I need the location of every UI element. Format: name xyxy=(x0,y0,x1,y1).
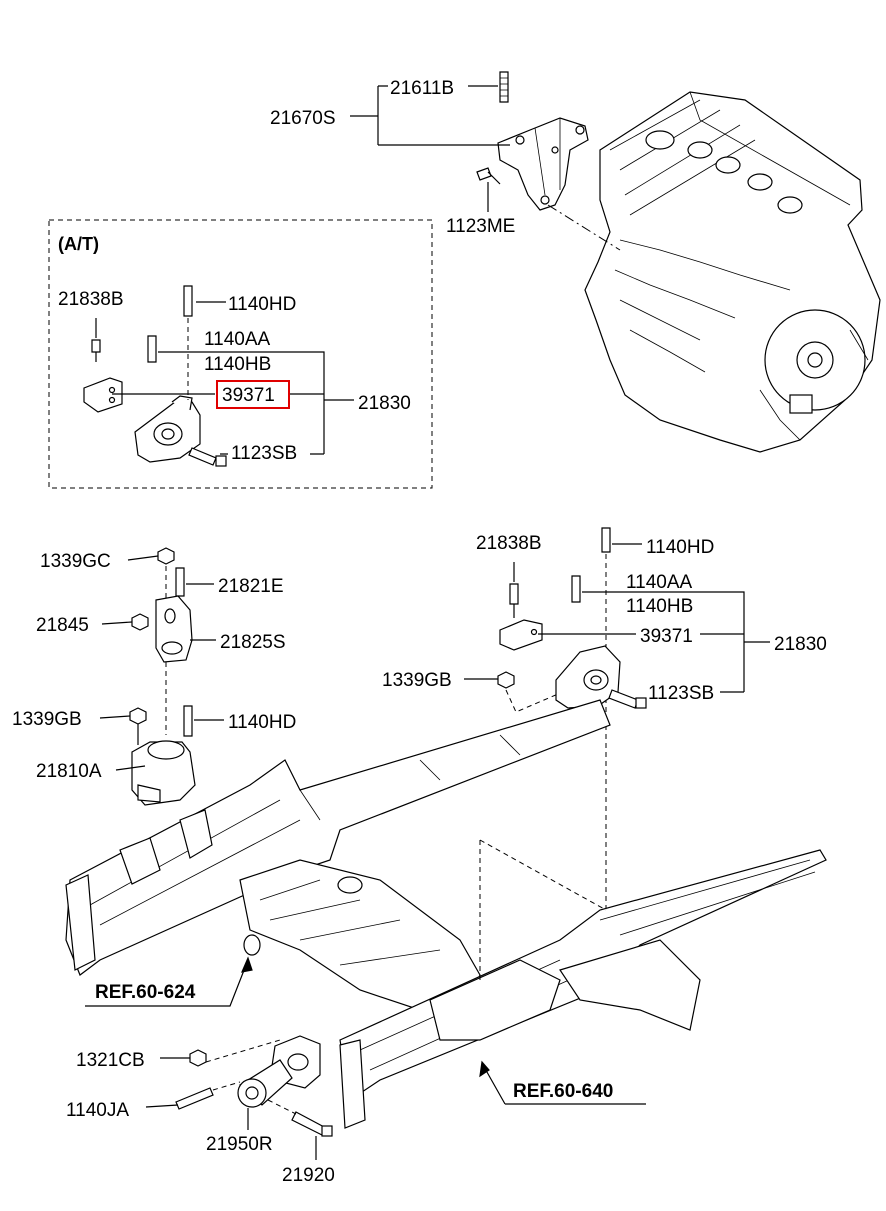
nut-21845 xyxy=(131,613,149,631)
left-label-1339gc: 1339GC xyxy=(40,551,111,572)
bolt-right-21838b xyxy=(509,583,519,605)
bottom-label-21920: 21920 xyxy=(282,1165,335,1186)
left-label-1339gb: 1339GB xyxy=(12,709,82,730)
bolt-1123me xyxy=(476,167,501,185)
nut-1321cb xyxy=(189,1049,207,1067)
front-subframe-illustration xyxy=(65,699,827,1129)
at-label-1140aa: 1140AA xyxy=(204,329,271,350)
at-box-title: (A/T) xyxy=(58,234,99,254)
left-mount-assembly xyxy=(129,547,196,806)
left-label-21845: 21845 xyxy=(36,615,89,636)
bracket-right-21838b xyxy=(499,619,543,651)
right-label-21838b: 21838B xyxy=(476,533,542,554)
label-1123me: 1123ME xyxy=(446,216,515,237)
bolt-at-1123sb xyxy=(188,447,217,466)
bolt-1140hd-left xyxy=(183,705,193,737)
bolt-at-21838b xyxy=(91,339,101,353)
roll-rod-assembly xyxy=(175,1035,333,1137)
at-variant-box xyxy=(48,219,433,489)
left-label-21810a: 21810A xyxy=(36,761,102,782)
at-label-21830: 21830 xyxy=(358,393,411,414)
ref-60-624: REF.60-624 xyxy=(95,982,196,1003)
bottom-label-1321cb: 1321CB xyxy=(76,1050,145,1071)
bolt-right-1140hd xyxy=(601,527,611,553)
bolt-21611b xyxy=(499,71,509,103)
right-label-39371: 39371 xyxy=(640,626,693,647)
engine-block-illustration xyxy=(584,91,881,453)
left-label-1140hd: 1140HD xyxy=(228,712,296,733)
label-21670s: 21670S xyxy=(270,108,336,129)
at-label-21838b: 21838B xyxy=(58,289,124,310)
right-label-1123sb: 1123SB xyxy=(648,683,714,704)
bolt-at-1140hd xyxy=(183,285,193,317)
highlight-39371 xyxy=(216,380,290,409)
at-label-39371: 39371 xyxy=(222,385,275,406)
bottom-label-21950r: 21950R xyxy=(206,1134,273,1155)
at-mount-assembly xyxy=(83,285,227,467)
right-label-1339gb: 1339GB xyxy=(382,670,452,691)
nut-1339gc xyxy=(157,547,175,565)
right-label-1140hd: 1140HD xyxy=(646,537,714,558)
right-mount-assembly xyxy=(497,527,647,910)
at-label-1123sb: 1123SB xyxy=(231,443,297,464)
bolt-at-1140aa xyxy=(147,335,157,363)
left-label-21825s: 21825S xyxy=(220,632,286,653)
nut-right-1339gb xyxy=(497,671,515,689)
bolt-1140ja xyxy=(175,1087,214,1110)
ref-60-640: REF.60-640 xyxy=(513,1081,613,1102)
nut-1339gb-left xyxy=(129,707,147,725)
bottom-label-1140ja: 1140JA xyxy=(66,1100,129,1121)
bolt-right-1140aa xyxy=(571,575,581,603)
engine-mount-bracket-21670s xyxy=(476,71,589,211)
right-label-21830: 21830 xyxy=(774,634,827,655)
at-label-1140hb: 1140HB xyxy=(204,354,271,375)
bolt-21920 xyxy=(291,1111,327,1136)
left-label-21821e: 21821E xyxy=(218,576,284,597)
at-label-1140hd: 1140HD xyxy=(228,294,296,315)
right-label-1140hb: 1140HB xyxy=(626,596,693,617)
right-label-1140aa: 1140AA xyxy=(626,572,693,593)
bolt-right-1123sb xyxy=(608,689,639,709)
bolt-21821e xyxy=(175,567,185,597)
label-21611b: 21611B xyxy=(390,78,454,99)
